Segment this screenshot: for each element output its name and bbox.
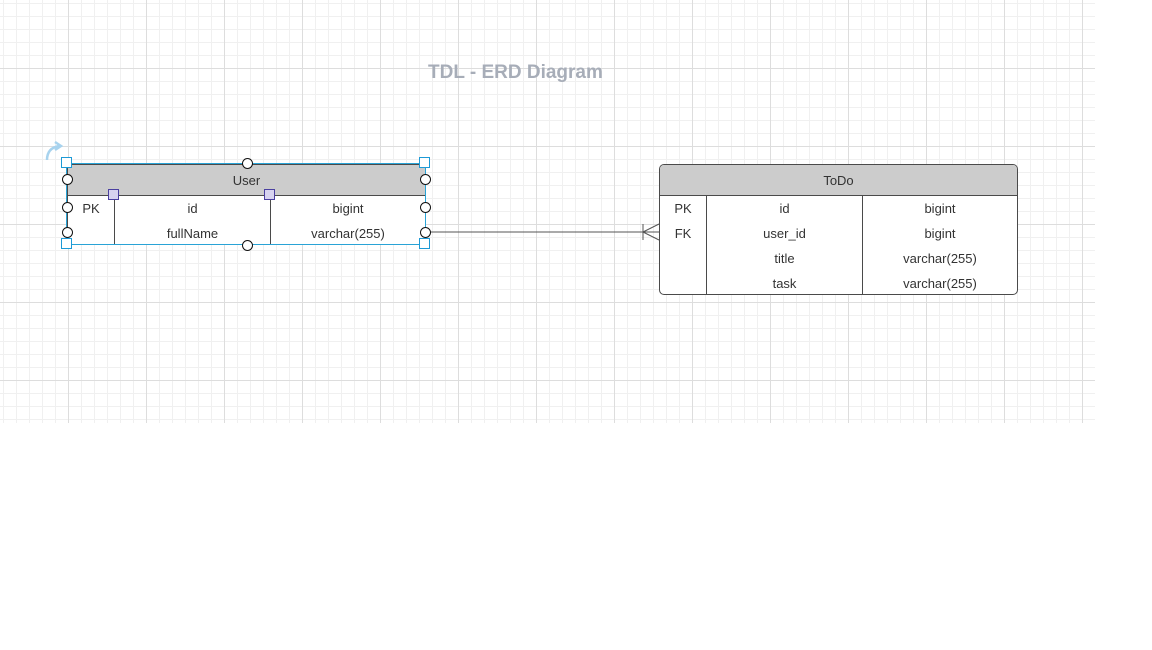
field-cell: fullName	[115, 221, 271, 244]
key-cell	[660, 246, 707, 271]
field-cell: id	[707, 196, 863, 221]
connection-point-left[interactable]	[62, 174, 73, 185]
column-resize-handle[interactable]	[108, 189, 119, 200]
type-cell: varchar(255)	[311, 226, 385, 241]
diagram-title[interactable]: TDL - ERD Diagram	[428, 62, 603, 83]
field-cell: user_id	[707, 221, 863, 246]
column-resize-handle[interactable]	[264, 189, 275, 200]
table-row: task varchar(255)	[660, 271, 1017, 294]
connection-point-right[interactable]	[420, 227, 431, 238]
type-cell: bigint	[924, 201, 956, 216]
resize-handle-bottom-right[interactable]	[419, 238, 430, 249]
table-row: PK id bigint	[68, 196, 425, 221]
type-cell: bigint	[332, 201, 364, 216]
connection-point-top[interactable]	[242, 158, 253, 169]
key-cell	[68, 221, 115, 244]
rotate-handle-icon[interactable]	[42, 140, 68, 164]
key-cell	[660, 271, 707, 294]
user-table-header: User	[68, 165, 425, 196]
type-cell: varchar(255)	[903, 276, 977, 291]
table-row: PK id bigint	[660, 196, 1017, 221]
resize-handle-top-right[interactable]	[419, 157, 430, 168]
type-cell: varchar(255)	[903, 251, 977, 266]
table-row: FK user_id bigint	[660, 221, 1017, 246]
connection-point-right[interactable]	[420, 202, 431, 213]
table-row: title varchar(255)	[660, 246, 1017, 271]
resize-handle-top-left[interactable]	[61, 157, 72, 168]
connection-point-bottom[interactable]	[242, 240, 253, 251]
todo-table[interactable]: ToDo PK id bigint FK user_id bigint titl…	[659, 164, 1018, 295]
key-cell: PK	[68, 196, 115, 221]
resize-handle-bottom-left[interactable]	[61, 238, 72, 249]
field-cell: id	[115, 196, 271, 221]
connection-point-left[interactable]	[62, 202, 73, 213]
key-cell: PK	[660, 196, 707, 221]
connection-point-right[interactable]	[420, 174, 431, 185]
field-cell: task	[707, 271, 863, 294]
table-row: fullName varchar(255)	[68, 221, 425, 244]
key-cell: FK	[660, 221, 707, 246]
connection-point-left[interactable]	[62, 227, 73, 238]
type-cell: bigint	[924, 226, 956, 241]
todo-table-header: ToDo	[660, 165, 1017, 196]
user-table[interactable]: User PK id bigint fullName varchar(255)	[67, 164, 426, 245]
field-cell: title	[707, 246, 863, 271]
